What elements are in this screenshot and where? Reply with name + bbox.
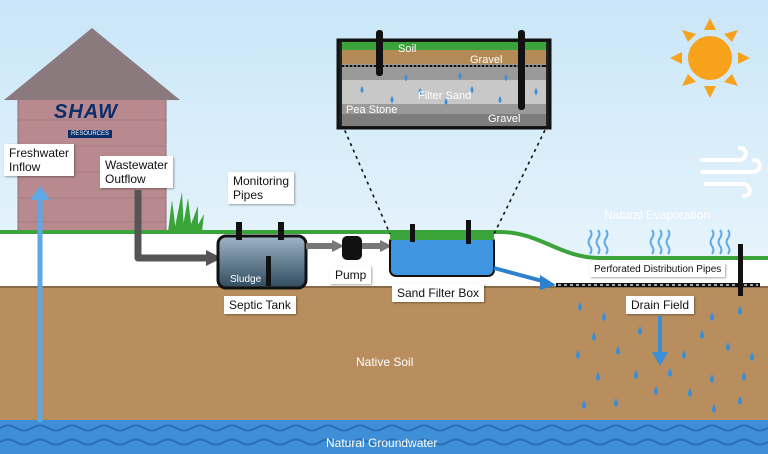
evaporation-icon — [587, 229, 731, 255]
freshwater-inflow-label: Freshwater Inflow — [4, 144, 75, 176]
grass-clump-icon — [168, 192, 204, 232]
groundwater-waves — [0, 424, 768, 446]
freshwater-inflow-arrow — [30, 186, 50, 422]
drain-field-label: Drain Field — [626, 296, 695, 314]
sun-icon — [670, 18, 750, 98]
wastewater-outflow-pipe — [134, 190, 210, 262]
grass-line — [0, 230, 768, 260]
septic-tank-label: Septic Tank — [224, 296, 296, 314]
backfill-label: Backfill — [500, 258, 535, 270]
sand-filter-box-label: Sand Filter Box — [392, 284, 485, 302]
wind-icon — [700, 146, 762, 198]
pump — [342, 236, 362, 260]
inset-zoom-lines — [341, 123, 549, 235]
drain-field-flow-arrow — [652, 316, 668, 366]
inset-soil-label: Soil — [398, 43, 417, 55]
pump-label: Pump — [330, 266, 372, 284]
backfill-flow-arrow — [493, 266, 547, 284]
monitoring-pipes-label: Monitoring Pipes — [228, 172, 295, 204]
ground-surface — [0, 232, 768, 290]
filter-cross-section-inset — [336, 30, 552, 130]
inset-gravel-bottom-label: Gravel — [488, 113, 521, 125]
inset-gravel-top-label: Gravel — [470, 54, 503, 66]
inset-filter-sand-label: Filter Sand — [418, 90, 472, 102]
inset-pea-stone-label: Pea Stone — [346, 104, 398, 116]
logo-sub: RESOURCES — [68, 130, 113, 138]
septic-tank — [216, 222, 308, 290]
logo-brand: SHAW — [54, 101, 118, 123]
sludge-label: Sludge — [230, 274, 262, 285]
groundwater-layer — [0, 420, 768, 454]
perforated-distribution-pipes-label: Perforated Distribution Pipes — [590, 263, 726, 277]
wastewater-outflow-label: Wastewater Outflow — [100, 156, 173, 188]
sand-filter-box — [389, 220, 495, 277]
drain-field-monitoring-pipe — [738, 244, 743, 296]
natural-evaporation-label: Natural Evaporation — [604, 208, 711, 222]
shaw-logo: SHAW RESOURCES — [54, 101, 130, 138]
native-soil-label: Native Soil — [356, 355, 414, 369]
natural-groundwater-label: Natural Groundwater — [326, 436, 438, 450]
